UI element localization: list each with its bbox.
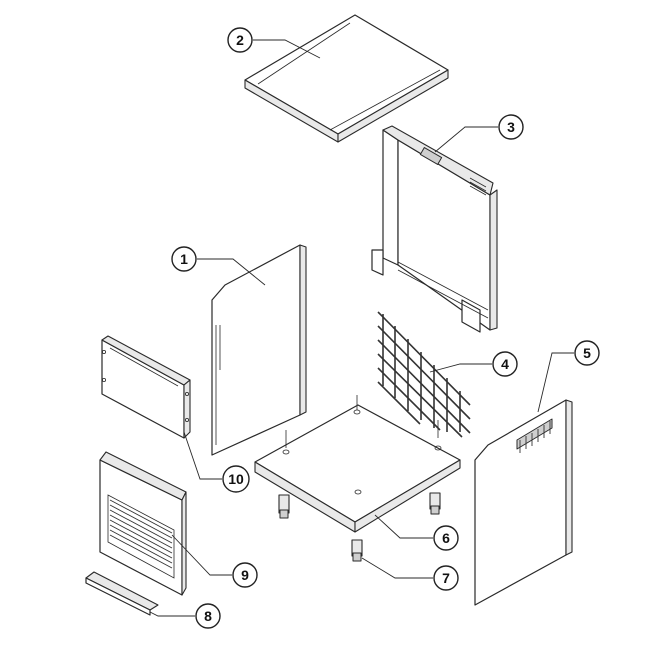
callout-5: 5 xyxy=(574,340,600,366)
callout-4: 4 xyxy=(492,351,518,377)
callout-4-label: 4 xyxy=(501,356,509,372)
callout-2-label: 2 xyxy=(236,32,244,48)
part-6-base-plate xyxy=(254,395,461,533)
callout-3: 3 xyxy=(498,114,524,140)
callout-3-label: 3 xyxy=(507,119,515,135)
part-10-small-front-panel xyxy=(101,335,191,439)
callout-8: 8 xyxy=(195,603,221,629)
callout-5-label: 5 xyxy=(583,345,591,361)
callout-1-label: 1 xyxy=(180,251,188,267)
callout-1: 1 xyxy=(171,246,197,272)
callout-7: 7 xyxy=(433,565,459,591)
part-5-side-panel-vents xyxy=(474,399,573,606)
part-7-feet xyxy=(278,492,441,562)
part-1-side-panel xyxy=(211,244,307,456)
part-9-front-grille xyxy=(99,451,187,596)
callout-7-label: 7 xyxy=(442,570,450,586)
callout-8-label: 8 xyxy=(204,608,212,624)
leader-lines xyxy=(149,39,574,617)
callout-2: 2 xyxy=(227,27,253,53)
part-3-back-panel xyxy=(371,125,498,333)
callout-9: 9 xyxy=(232,562,258,588)
part-2-top-panel xyxy=(244,14,449,143)
part-4-wire-grid xyxy=(377,311,471,438)
callout-6-label: 6 xyxy=(442,530,450,546)
callout-10: 10 xyxy=(222,465,250,493)
callout-9-label: 9 xyxy=(241,567,249,583)
part-8-kick-strip xyxy=(85,571,159,616)
callout-10-label: 10 xyxy=(228,471,244,487)
callout-6: 6 xyxy=(433,525,459,551)
